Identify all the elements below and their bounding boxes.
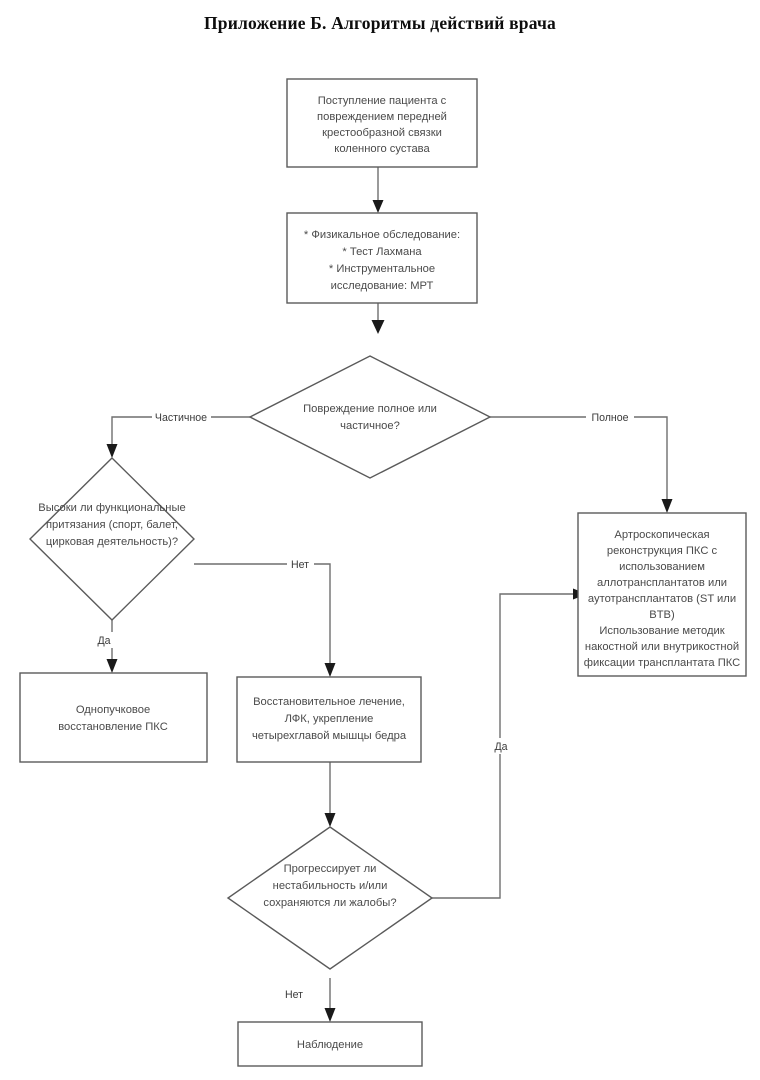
node-patient-admission[interactable]: Поступление пациента с повреждением пере… — [286, 78, 478, 168]
edge-label-text: Полное — [591, 412, 628, 424]
node-text-line: частичное? — [340, 420, 400, 432]
node-rehabilitation[interactable]: Восстановительное лечение, ЛФК, укреплен… — [236, 676, 422, 763]
edge-label-no-functional: Нет — [287, 556, 314, 572]
arrow-head-icon — [372, 200, 384, 213]
node-text-line: аутотрансплантатов (ST или — [588, 593, 736, 605]
node-observation[interactable]: Наблюдение — [237, 1021, 423, 1067]
decision-damage-extent[interactable]: Повреждение полное или частичное? — [248, 355, 492, 479]
node-text-line: накостной или внутрикостной — [585, 641, 739, 653]
edge-label-text: Да — [97, 635, 110, 647]
decision-functional-demands[interactable]: Высоки ли функциональные притязания (спо… — [29, 457, 195, 621]
edge-d2-n5 — [194, 563, 336, 677]
edge-d3-n6 — [324, 978, 336, 1022]
node-text-line: крестообразной связки — [322, 127, 442, 139]
node-text-line: Артроскопическая — [614, 529, 709, 541]
node-text-line: исследование: МРТ — [331, 280, 434, 292]
edge-n2-d1 — [371, 303, 385, 334]
node-text-line: Восстановительное лечение, — [253, 696, 405, 708]
edge-n5-d3 — [324, 762, 336, 827]
node-text-line: цирковая деятельность)? — [46, 536, 178, 548]
node-text-line: ЛФК, укрепление — [285, 713, 374, 725]
node-text-line: Высоки ли функциональные — [38, 502, 185, 514]
node-text-line: Использование методик — [599, 625, 724, 637]
decision-instability-progression[interactable]: Прогрессирует ли нестабильность и/или со… — [226, 826, 434, 970]
node-text-line: Наблюдение — [297, 1039, 363, 1051]
edge-label-text: Нет — [291, 559, 309, 571]
node-examination[interactable]: * Физикальное обследование: * Тест Лахма… — [286, 212, 478, 304]
node-text-line: * Тест Лахмана — [342, 246, 422, 258]
arrow-head-icon — [661, 499, 673, 513]
edge-label-no-instability: Нет — [280, 986, 307, 1002]
edge-n1-n2 — [372, 167, 384, 213]
node-text-line: Повреждение полное или — [303, 403, 437, 415]
node-text-line: аллотрансплантатов или — [597, 577, 727, 589]
edge-label-full: Полное — [586, 409, 634, 425]
edge-label-yes-instability: Да — [489, 738, 513, 754]
node-text-line: четырехглавой мышцы бедра — [252, 730, 407, 742]
arrow-head-icon — [106, 444, 118, 458]
arrow-head-icon — [106, 659, 118, 673]
node-text-line: * Инструментальное — [329, 263, 435, 275]
arrow-head-icon — [324, 1008, 336, 1022]
node-text-line: нестабильность и/или — [273, 880, 388, 892]
node-arthroscopic-reconstruction[interactable]: Артроскопическая реконструкция ПКС с исп… — [577, 512, 747, 677]
edge-label-text: Нет — [285, 989, 303, 1001]
arrow-head-icon — [324, 813, 336, 827]
node-text-line: Однопучковое — [76, 704, 150, 716]
node-single-bundle-repair[interactable]: Однопучковое восстановление ПКС — [19, 672, 208, 763]
node-text-line: использованием — [619, 561, 705, 573]
arrow-head-icon — [371, 320, 385, 334]
node-text-line: сохраняются ли жалобы? — [263, 897, 396, 909]
edge-label-yes-functional: Да — [92, 632, 116, 648]
node-text-line: BTB) — [649, 609, 675, 621]
node-text-line: реконструкция ПКС с — [607, 545, 718, 557]
edge-label-layer: Частичное Полное Да Нет Да Нет — [92, 409, 634, 1002]
edge-d1-n3 — [490, 416, 673, 513]
node-text-line: Поступление пациента с — [318, 95, 447, 107]
edge-label-text: Да — [494, 741, 507, 753]
page-title: Приложение Б. Алгоритмы действий врача — [203, 13, 556, 33]
node-text-line: * Физикальное обследование: — [304, 229, 460, 241]
arrow-head-icon — [324, 663, 336, 677]
edge-label-text: Частичное — [155, 412, 207, 424]
edge-label-partial: Частичное — [152, 409, 211, 425]
node-text-line: коленного сустава — [334, 143, 430, 155]
node-text-line: повреждением передней — [317, 111, 447, 123]
node-text-line: восстановление ПКС — [58, 721, 168, 733]
node-text-line: притязания (спорт, балет, — [46, 519, 178, 531]
node-text-line: Прогрессирует ли — [284, 863, 377, 875]
node-text-line: фиксации трансплантата ПКС — [584, 657, 740, 669]
